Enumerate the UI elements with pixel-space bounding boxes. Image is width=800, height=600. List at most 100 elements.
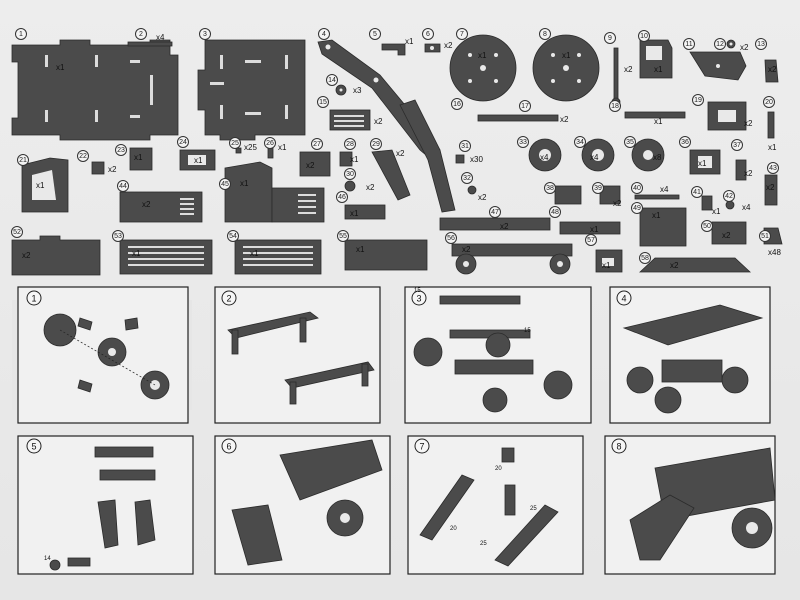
part-number-circle	[631, 202, 643, 214]
part-quantity: x2	[478, 193, 487, 202]
part-quantity: x1	[36, 181, 45, 190]
step-number-circle	[411, 290, 427, 306]
part-number: 17	[521, 103, 529, 110]
part-number: 32	[463, 175, 471, 182]
part-number: 24	[179, 139, 187, 146]
part-21	[21, 157, 69, 213]
part-number-circle	[318, 28, 330, 40]
part-quantity: x1	[654, 65, 663, 74]
part-45	[224, 161, 325, 223]
part-number-circle	[755, 38, 767, 50]
part-quantity: x1	[654, 117, 663, 126]
part-20	[767, 111, 775, 139]
part-34	[581, 138, 615, 172]
part-41	[701, 195, 713, 211]
part-number: 56	[447, 235, 455, 242]
part-number-circle	[592, 182, 604, 194]
part-30	[344, 180, 356, 192]
step-number-circle	[611, 438, 627, 454]
step-dimension-label: 25	[530, 506, 537, 512]
part-quantity: x2	[768, 65, 777, 74]
part-number: 58	[641, 255, 649, 262]
part-quantity: x2	[670, 261, 679, 270]
part-40	[634, 194, 680, 200]
part-quantity: x2	[306, 161, 315, 170]
part-number: 33	[519, 139, 527, 146]
part-label-7: 7x1	[456, 28, 487, 60]
part-48	[559, 221, 621, 235]
part-14	[335, 84, 347, 96]
part-quantity: x1	[350, 209, 359, 218]
step-number-circle	[221, 438, 237, 454]
part-number-circle	[199, 28, 211, 40]
part-label-6: 6x2	[422, 28, 453, 50]
part-number-circle	[714, 38, 726, 50]
part-number-circle	[117, 180, 129, 192]
part-number: 11	[685, 41, 692, 48]
part-1	[11, 39, 179, 141]
part-9	[611, 47, 621, 107]
part-quantity: x2	[444, 41, 453, 50]
part-number-circle	[445, 232, 457, 244]
part-number-circle	[461, 172, 473, 184]
part-quantity: x1	[562, 51, 571, 60]
part-number-circle	[11, 226, 23, 238]
part-number-circle	[585, 234, 597, 246]
part-17	[477, 114, 559, 122]
part-number-circle	[326, 74, 338, 86]
part-label-58: 58 x2	[639, 252, 679, 270]
step-6-panel	[214, 435, 391, 575]
part-quantity: x4	[156, 33, 165, 42]
part-label-27: 27 x2	[306, 138, 323, 170]
step-8-label: 8	[611, 438, 627, 454]
part-55	[344, 239, 428, 271]
part-quantity: x2	[613, 199, 622, 208]
part-number-circle	[451, 98, 463, 110]
part-label-3: 3	[199, 28, 211, 40]
step-3-panel	[404, 286, 592, 424]
part-number: 27	[313, 141, 321, 148]
part-quantity: x25	[244, 143, 257, 152]
part-47	[439, 217, 551, 231]
step-2-label: 2	[221, 290, 237, 306]
part-number-circle	[135, 28, 147, 40]
part-label-38: 38	[544, 182, 556, 194]
step-number-circle	[221, 290, 237, 306]
part-quantity: x2	[740, 43, 749, 52]
part-number-circle	[369, 28, 381, 40]
part-number-circle	[549, 206, 561, 218]
part-number: 43	[769, 165, 777, 172]
part-42	[725, 200, 735, 210]
part-number: 8	[543, 31, 547, 38]
part-number: 53	[114, 233, 122, 240]
part-7	[449, 34, 517, 102]
part-number: 34	[576, 139, 584, 146]
part-number-circle	[519, 100, 531, 112]
part-57	[595, 249, 623, 273]
part-58	[638, 257, 752, 273]
part-24	[179, 149, 216, 171]
part-number: 41	[693, 189, 701, 196]
part-label-9: 9x2	[604, 32, 633, 74]
part-quantity: x48	[768, 248, 781, 257]
part-number: 45	[221, 181, 229, 188]
part-28	[339, 151, 353, 167]
part-number-circle	[317, 96, 329, 108]
step-dimension-label: 14	[44, 556, 51, 562]
part-44	[119, 191, 203, 223]
part-number: 50	[703, 223, 711, 230]
part-39	[599, 185, 621, 205]
